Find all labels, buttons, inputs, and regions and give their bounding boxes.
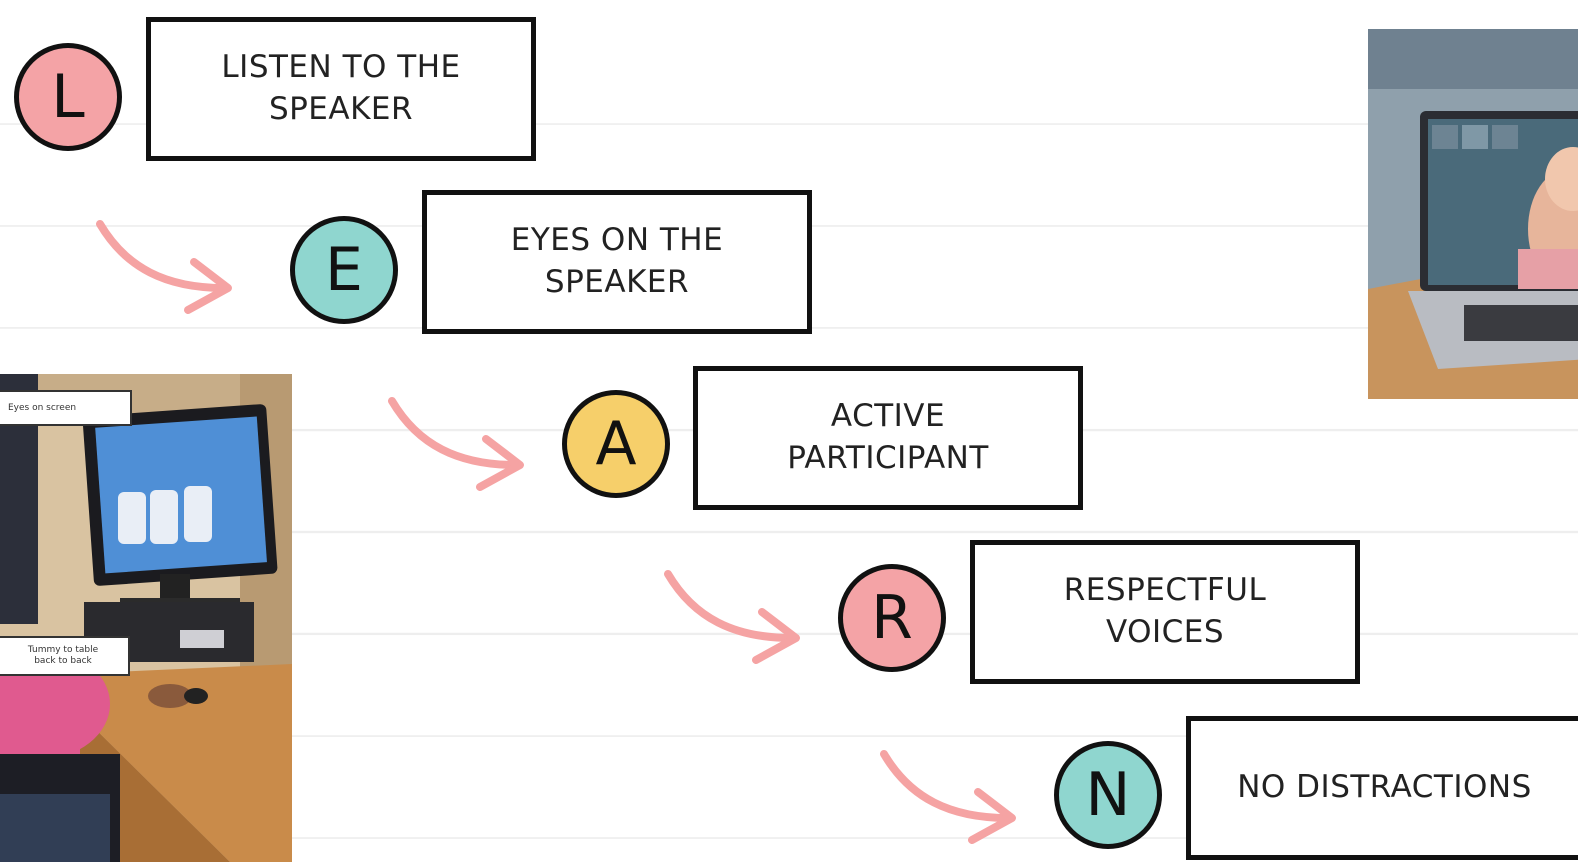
step-text-n: NO DISTRACTIONS: [1237, 769, 1532, 806]
laptop-video-call-photo: [1368, 29, 1578, 399]
step-text-e: EYES ON THE SPEAKER: [510, 222, 724, 300]
letter-circle-a: A: [562, 390, 670, 498]
letter-circle-e: E: [290, 216, 398, 324]
eyes-on-screen-label: Eyes on screen: [0, 390, 132, 426]
step-box-r: RESPECTFUL VOICES: [970, 540, 1360, 684]
step-text-a: ACTIVE PARTICIPANT: [787, 398, 989, 476]
letter-circle-r: R: [838, 564, 946, 672]
curved-arrow-icon: [96, 220, 232, 314]
curved-arrow-icon: [664, 570, 800, 664]
curved-arrow-icon: [388, 397, 524, 491]
step-box-l: LISTEN TO THE SPEAKER: [146, 17, 536, 161]
student-at-computer-photo: Eyes on screen Tummy to table back to ba…: [0, 374, 292, 862]
letter-circle-n: N: [1054, 741, 1162, 849]
step-box-a: ACTIVE PARTICIPANT: [693, 366, 1083, 510]
laptop-photo-illustration: [1368, 29, 1578, 399]
curved-arrow-icon: [880, 750, 1016, 844]
step-box-e: EYES ON THE SPEAKER: [422, 190, 812, 334]
letter-circle-l: L: [14, 43, 122, 151]
step-text-r: RESPECTFUL VOICES: [1063, 572, 1267, 650]
step-box-n: NO DISTRACTIONS: [1186, 716, 1578, 860]
student-photo-illustration: [0, 374, 292, 862]
step-text-l: LISTEN TO THE SPEAKER: [221, 49, 461, 127]
tummy-to-table-label: Tummy to table back to back: [0, 636, 130, 676]
